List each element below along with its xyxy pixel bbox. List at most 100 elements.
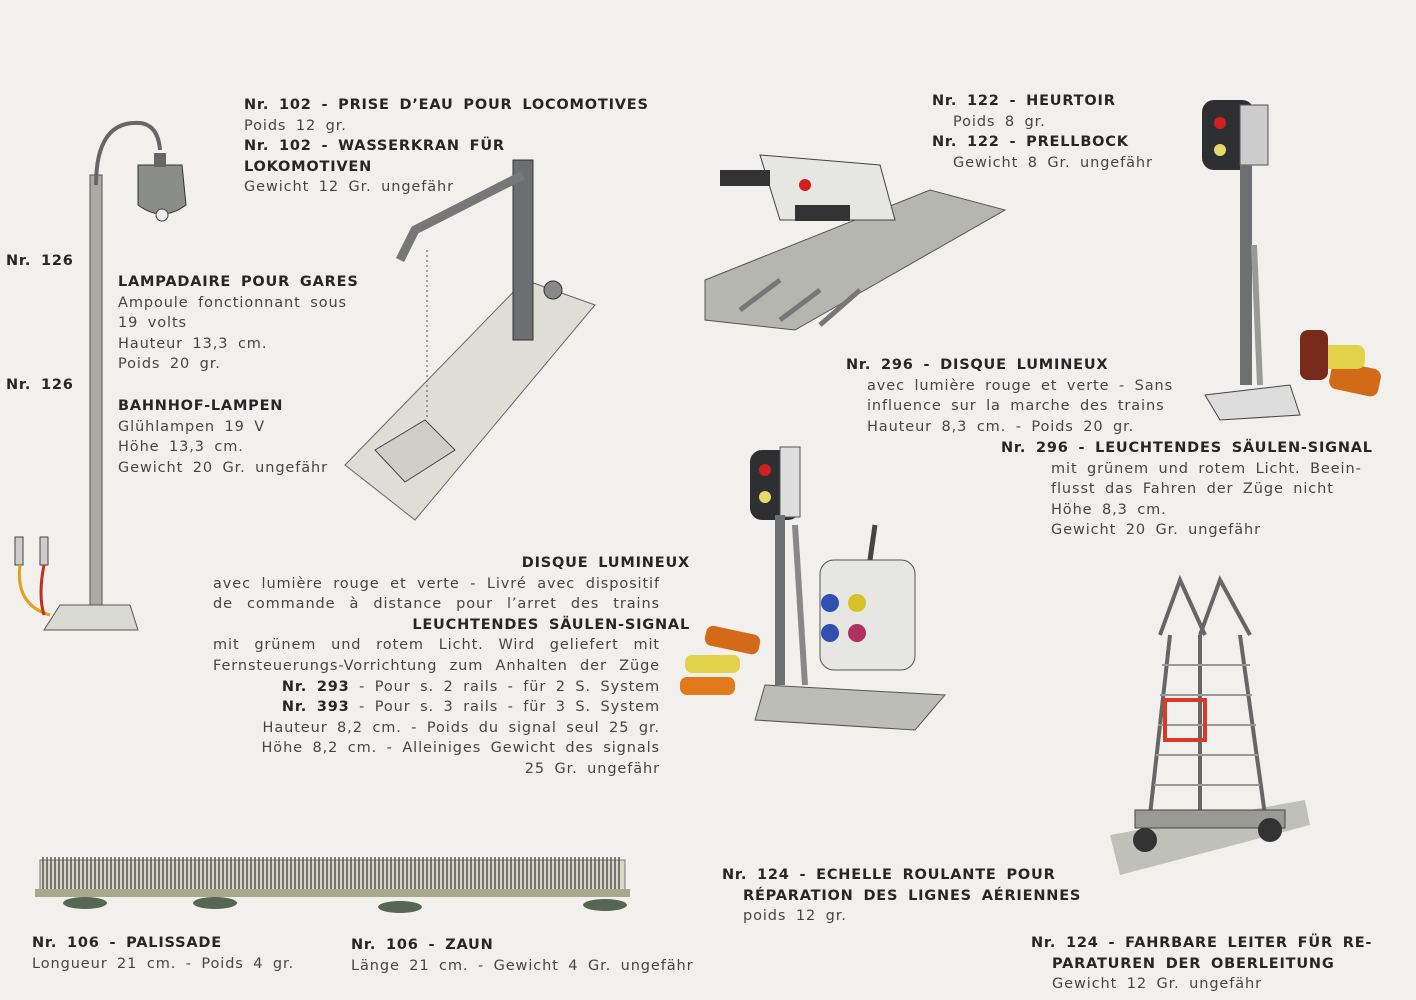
body-text: Gewicht 20 Gr. ungefähr [1051,522,1261,539]
body-text: Hauteur 8,3 cm. - Poids 20 gr. [867,418,1135,435]
body-text: Poids 8 gr. [953,113,1046,130]
water-crane-illustration [344,159,596,521]
text-line: RÉPARATION DES LIGNES AÉRIENNES [722,886,1081,907]
text-line: influence sur la marche des trains [846,396,1173,417]
lamp-number-fr: Nr. 126 [6,251,74,272]
body-text: Hauteur 13,3 cm. [118,335,268,352]
body-text: - Pour s. 3 rails - für 3 S. System [349,699,660,716]
body-text: Höhe 13,3 cm. [118,439,244,456]
bold-heading: Nr. 124 - ECHELLE ROULANTE POUR [722,867,1056,883]
station-lamp-illustration [14,120,187,631]
text-line: PARATUREN DER OBERLEITUNG [1031,954,1372,975]
body-text: de commande à distance pour l’arret des … [213,596,660,613]
body-text: flusst das Fahren der Züge nicht [1051,481,1334,498]
body-text: Höhe 8,2 cm. - Alleiniges Gewicht des si… [261,740,660,757]
body-text: Ampoule fonctionnant sous [118,294,348,311]
text-line: Nr. 126 [6,375,74,396]
body-text: 25 Gr. ungefähr [524,760,660,777]
text-line: Hauteur 8,3 cm. - Poids 20 gr. [846,417,1173,438]
text-line: Höhe 8,3 cm. [1001,500,1373,521]
body-text: 19 volts [118,315,187,332]
bold-heading: LEUCHTENDES SÄULEN-SIGNAL [412,616,690,633]
text-line: avec lumière rouge et verte - Sans [846,376,1173,397]
lamp-description-de: BAHNHOF-LAMPEN Glühlampen 19 V Höhe 13,3 c… [118,396,328,478]
text-line: Nr. 124 - ECHELLE ROULANTE POUR [722,865,1081,886]
text-line: LOKOMOTIVEN [244,157,649,178]
bold-heading: Nr. 106 - ZAUN [351,937,494,953]
text-line: Ampoule fonctionnant sous [118,293,359,314]
ladder-description-fr: Nr. 124 - ECHELLE ROULANTE POUR RÉPARATIO… [722,865,1081,927]
bold-heading: Nr. 126 [6,253,74,269]
bold-heading: LOKOMOTIVEN [244,158,373,175]
text-line: Gewicht 20 Gr. ungefähr [1001,520,1373,541]
body-text: Gewicht 8 Gr. ungefähr [953,154,1153,171]
text-line: Gewicht 12 Gr. ungefähr [244,177,649,198]
text-line: 19 volts [118,313,359,334]
body-text: Gewicht 20 Gr. ungefähr [118,459,328,476]
bold-heading: BAHNHOF-LAMPEN [118,398,284,414]
body-text: Höhe 8,3 cm. [1051,501,1167,518]
text-line: Nr. 106 - ZAUN [351,935,693,956]
text-line: Nr. 296 - LEUCHTENDES SÄULEN-SIGNAL [1001,438,1373,459]
bold-heading: Nr. 296 - DISQUE LUMINEUX [846,357,1109,373]
text-line: Nr. 393 - Pour s. 3 rails - für 3 S. Sys… [213,697,690,718]
text-line: Gewicht 20 Gr. ungefähr [118,458,328,479]
text-line: Nr. 122 - HEURTOIR [932,91,1153,112]
bold-heading: Nr. 393 [281,699,350,716]
body-text: avec lumière rouge et verte - Sans [867,377,1174,394]
signal-296-description-de: Nr. 296 - LEUCHTENDES SÄULEN-SIGNAL mit g… [1001,438,1373,541]
text-line: Gewicht 12 Gr. ungefähr [1031,974,1372,995]
signal-296-illustration [1202,100,1381,421]
text-line: Höhe 13,3 cm. [118,437,328,458]
body-text: Glühlampen 19 V [118,418,266,435]
lamp-description-fr: LAMPADAIRE POUR GARES Ampoule fonctionnan… [118,272,359,375]
body-text: poids 12 gr. [743,908,847,925]
text-line: Nr. 102 - PRISE D’EAU POUR LOCOMOTIVES [244,95,649,116]
body-text: Poids 20 gr. [118,356,221,373]
text-line: Glühlampen 19 V [118,417,328,438]
signal-296-description-fr: Nr. 296 - DISQUE LUMINEUX avec lumière ro… [846,355,1173,437]
signal-293-illustration [680,446,947,731]
bold-heading: Nr. 296 - LEUCHTENDES SÄULEN-SIGNAL [1001,440,1373,456]
bold-heading: Nr. 293 [281,678,350,695]
text-line: Poids 8 gr. [932,112,1153,133]
text-line: Poids 12 gr. [244,116,649,137]
fence-description-de: Nr. 106 - ZAUN Länge 21 cm. - Gewicht 4 G… [351,935,693,976]
body-text: Longueur 21 cm. - Poids 4 gr. [32,955,295,972]
ladder-description-de: Nr. 124 - FAHRBARE LEITER FÜR RE-PARATUR… [1031,933,1372,995]
fence-illustration [35,857,630,913]
body-text: avec lumière rouge et verte - Livré avec… [213,575,660,592]
body-text: - Pour s. 2 rails - für 2 S. System [349,678,660,695]
text-line: Nr. 296 - DISQUE LUMINEUX [846,355,1173,376]
bold-heading: DISQUE LUMINEUX [521,555,690,571]
body-text: mit grünem und rotem Licht. Beein- [1051,460,1362,477]
text-line: mit grünem und rotem Licht. Beein- [1001,459,1373,480]
bold-heading: RÉPARATION DES LIGNES AÉRIENNES [743,887,1082,904]
text-line: Länge 21 cm. - Gewicht 4 Gr. ungefähr [351,956,693,977]
text-line: mit grünem und rotem Licht. Wird geliefe… [213,635,690,656]
bold-heading: PARATUREN DER OBERLEITUNG [1052,955,1335,972]
text-line: Poids 20 gr. [118,354,359,375]
buffer-stop-illustration [704,154,1007,331]
text-line: de commande à distance pour l’arret des … [213,594,690,615]
signal-293-description: DISQUE LUMINEUX avec lumière rouge et ver… [213,553,690,780]
text-line: Hauteur 8,2 cm. - Poids du signal seul 2… [213,718,690,739]
text-line: Hauteur 13,3 cm. [118,334,359,355]
text-line: Longueur 21 cm. - Poids 4 gr. [32,954,294,975]
body-text: Länge 21 cm. - Gewicht 4 Gr. ungefähr [351,957,694,974]
text-line: Nr. 106 - PALISSADE [32,933,294,954]
bold-heading: Nr. 102 - WASSERKRAN FÜR [244,138,505,155]
text-line: Fernsteuerungs-Vorrichtung zum Anhalten … [213,656,690,677]
text-line: Höhe 8,2 cm. - Alleiniges Gewicht des si… [213,738,690,759]
text-line: poids 12 gr. [722,906,1081,927]
bold-heading: LAMPADAIRE POUR GARES [118,274,359,290]
text-line: DISQUE LUMINEUX [213,553,690,574]
text-line: Nr. 126 [6,251,74,272]
text-line: Nr. 293 - Pour s. 2 rails - für 2 S. Sys… [213,677,690,698]
text-line: LEUCHTENDES SÄULEN-SIGNAL [213,615,690,636]
bold-heading: Nr. 122 - PRELLBOCK [932,134,1129,151]
text-line: 25 Gr. ungefähr [213,759,690,780]
body-text: Gewicht 12 Gr. ungefähr [244,179,454,196]
